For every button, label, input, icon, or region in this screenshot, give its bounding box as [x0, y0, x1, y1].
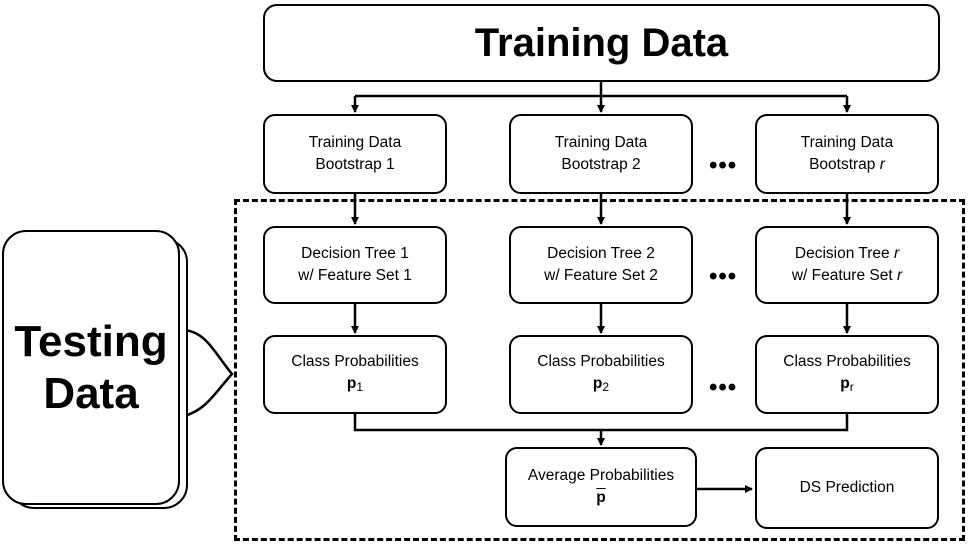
training-data-box: Training Data: [263, 4, 940, 82]
p-bar-symbol: p: [596, 487, 605, 509]
decision-tree-2-box: Decision Tree 2 w/ Feature Set 2: [509, 226, 693, 304]
p1-subscript: 1: [356, 380, 364, 394]
decision-tree-1-line2: w/ Feature Set 1: [298, 267, 412, 284]
class-probabilities-2-box: Class Probabilities p2: [509, 335, 693, 414]
bootstrap-1-line1: Training Data: [308, 134, 402, 151]
decision-tree-1-line1: Decision Tree 1: [301, 245, 409, 262]
p1-symbol: p1: [347, 373, 363, 398]
bootstrap-1-box: Training Data Bootstrap 1: [263, 114, 447, 194]
decision-tree-r-label: Decision Tree: [794, 245, 894, 262]
bootstrap-r-var: r: [879, 156, 885, 173]
p2-subscript: 2: [602, 380, 610, 394]
decision-tree-2-line1: Decision Tree 2: [547, 245, 655, 262]
testing-region-dashed-border: [234, 199, 965, 541]
decision-tree-2-line2: w/ Feature Set 2: [544, 267, 658, 284]
pr-subscript: r: [849, 380, 854, 394]
p1-letter: p: [346, 375, 357, 392]
decision-tree-r-box: Decision Tree r w/ Feature Set r: [755, 226, 939, 304]
feature-set-r-var: r: [896, 267, 903, 284]
class-probabilities-r-box: Class Probabilities pr: [755, 335, 939, 414]
p-bar-letter: p: [596, 489, 606, 506]
training-data-title: Training Data: [474, 21, 729, 65]
decision-tree-r-line1: Decision Tree r: [795, 243, 899, 265]
average-probabilities-box: Average Probabilities p: [505, 447, 697, 527]
class-probabilities-1-label: Class Probabilities: [291, 353, 419, 370]
testing-data-line2: Data: [43, 368, 139, 418]
ds-prediction-label: DS Prediction: [799, 479, 895, 496]
bootstrap-r-box: Training Data Bootstrap r: [755, 114, 939, 194]
pr-symbol: pr: [840, 373, 853, 398]
bootstrap-r-line2: Bootstrap r: [809, 154, 885, 176]
ellipsis-row-1: •••: [709, 152, 738, 179]
pr-letter: p: [840, 375, 850, 392]
p2-symbol: p2: [593, 373, 609, 398]
bootstrap-1-line2: Bootstrap 1: [315, 156, 395, 173]
bootstrap-2-box: Training Data Bootstrap 2: [509, 114, 693, 194]
class-probabilities-2-label: Class Probabilities: [537, 353, 665, 370]
feature-set-r-label: w/ Feature Set: [791, 267, 897, 284]
decision-tree-r-line2: w/ Feature Set r: [792, 265, 902, 287]
class-probabilities-r-label: Class Probabilities: [783, 353, 911, 370]
bootstrap-2-line2: Bootstrap 2: [561, 156, 641, 173]
decision-tree-1-box: Decision Tree 1 w/ Feature Set 1: [263, 226, 447, 304]
testing-data-line1: Testing: [14, 316, 168, 366]
testing-brace: [183, 328, 234, 418]
class-probabilities-1-box: Class Probabilities p1: [263, 335, 447, 414]
bootstrap-2-line1: Training Data: [554, 134, 648, 151]
ellipsis-row-3: •••: [709, 374, 738, 401]
testing-data-box: Testing Data: [2, 230, 180, 505]
p2-letter: p: [592, 375, 603, 392]
bootstrap-r-label: Bootstrap: [809, 156, 880, 173]
bootstrap-r-line1: Training Data: [800, 134, 894, 151]
ellipsis-row-2: •••: [709, 263, 738, 290]
average-probabilities-label: Average Probabilities: [527, 467, 675, 484]
ds-prediction-box: DS Prediction: [755, 447, 939, 529]
decision-tree-r-var: r: [893, 245, 900, 262]
